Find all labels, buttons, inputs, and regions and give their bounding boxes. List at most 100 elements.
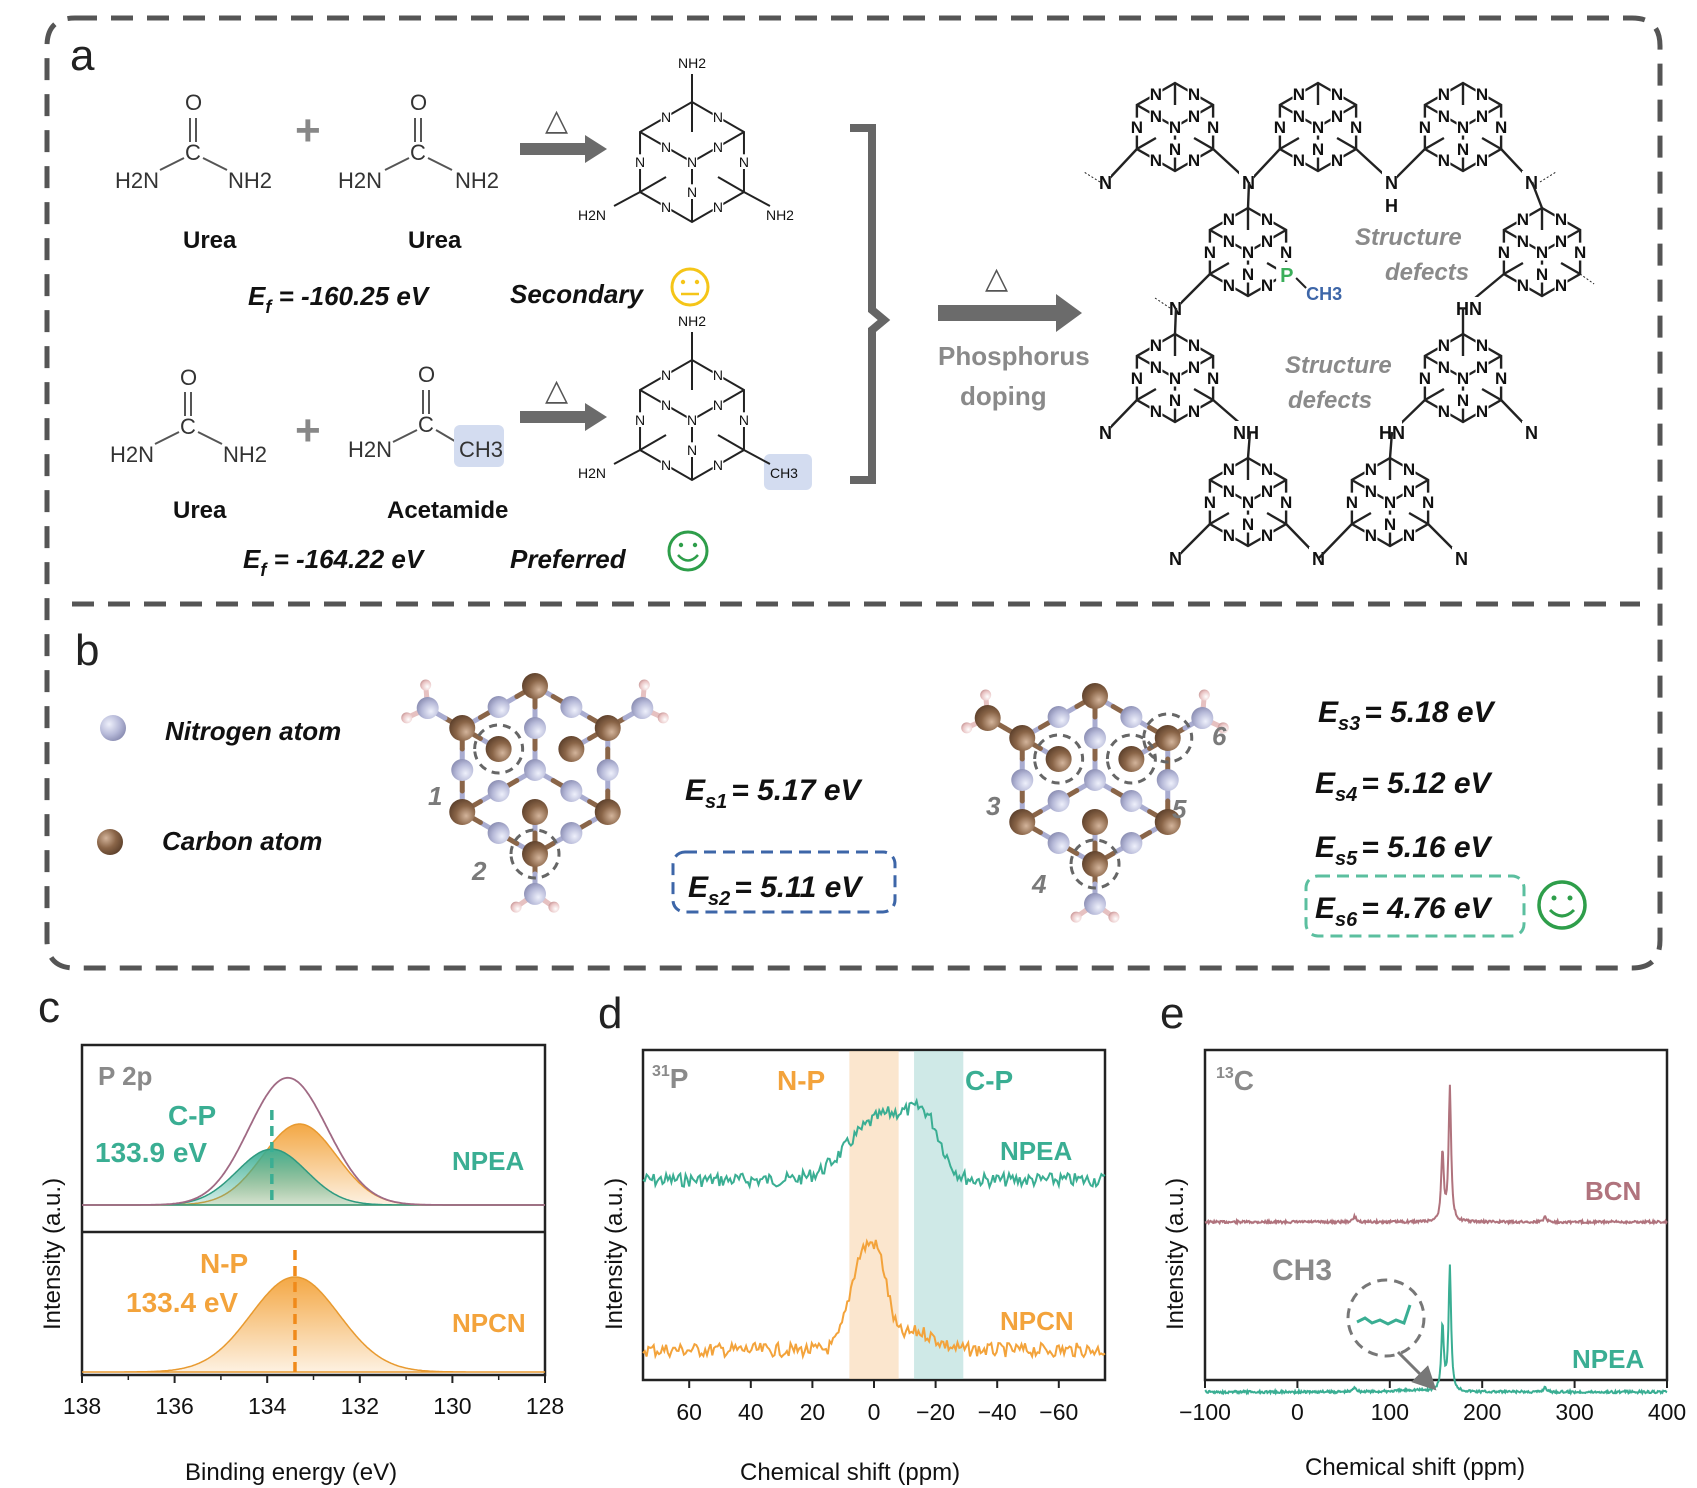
structure-defects-label-2b: defects <box>1288 387 1372 414</box>
svg-text:N: N <box>1384 493 1396 512</box>
svg-text:N: N <box>1261 526 1273 545</box>
svg-text:C: C <box>410 140 426 165</box>
c-np-value: 133.4 eV <box>126 1287 238 1318</box>
svg-text:N: N <box>661 139 671 155</box>
svg-text:N: N <box>1495 118 1507 137</box>
reactant-name-acetamide: Acetamide <box>387 497 508 524</box>
panel-letter-b: b <box>75 626 99 675</box>
heat-triangle-icon-2: △ <box>545 373 568 408</box>
svg-text:N: N <box>635 154 645 170</box>
svg-text:N: N <box>1517 210 1529 229</box>
svg-text:N: N <box>661 367 671 383</box>
combine-bracket <box>850 124 891 484</box>
svg-text:N: N <box>1476 402 1488 421</box>
svg-text:O: O <box>185 90 202 115</box>
svg-text:N: N <box>687 184 697 200</box>
svg-text:N: N <box>713 397 723 413</box>
svg-text:N: N <box>1204 493 1216 512</box>
svg-text:N: N <box>1331 151 1343 170</box>
svg-text:N: N <box>661 457 671 473</box>
svg-text:N: N <box>1457 369 1469 388</box>
svg-text:C: C <box>180 414 196 439</box>
panel-letter-e: e <box>1160 989 1184 1038</box>
svg-text:N: N <box>1223 276 1235 295</box>
heat-triangle-icon-3: △ <box>985 261 1008 296</box>
svg-text:N: N <box>1438 107 1450 126</box>
d-xtick-label: 60 <box>676 1399 702 1425</box>
svg-text:N: N <box>1365 482 1377 501</box>
c-xtick-label: 128 <box>526 1393 564 1419</box>
svg-text:N: N <box>1312 118 1324 137</box>
panel-letter-c: c <box>38 983 60 1032</box>
svg-text:H2N: H2N <box>348 437 392 462</box>
e-ch3-inset-trace <box>1356 1304 1412 1326</box>
d-np-band <box>849 1051 899 1379</box>
svg-text:N: N <box>1536 265 1548 284</box>
svg-text:H2N: H2N <box>110 442 154 467</box>
svg-text:N: N <box>687 154 697 170</box>
energy-es4: Es4= 5.12 eV <box>1315 767 1494 806</box>
c-np-label: N-P <box>200 1248 248 1279</box>
svg-text:N: N <box>1419 369 1431 388</box>
neutral-face-icon <box>670 267 710 307</box>
acetamide-molecule: O C H2N CH3 <box>348 362 504 467</box>
c-xtick-label: 134 <box>248 1393 287 1419</box>
d-nucleus-label: 31P <box>652 1063 688 1094</box>
svg-text:N: N <box>1242 265 1254 284</box>
svg-text:N: N <box>1457 391 1469 410</box>
svg-text:N: N <box>1150 402 1162 421</box>
svg-text:N: N <box>687 412 697 428</box>
svg-text:N: N <box>1169 391 1181 410</box>
svg-text:P: P <box>1280 265 1293 287</box>
svg-text:N: N <box>1099 173 1112 193</box>
heptazine-ball-model-left <box>401 673 669 913</box>
svg-text:N: N <box>1223 482 1235 501</box>
svg-text:N: N <box>1555 276 1567 295</box>
urea-molecule-1: O C H2N NH2 <box>115 90 272 193</box>
svg-text:N: N <box>1261 210 1273 229</box>
svg-text:N: N <box>1476 107 1488 126</box>
svg-text:N: N <box>1555 232 1567 251</box>
c-cp-value: 133.9 eV <box>95 1137 207 1168</box>
svg-text:N: N <box>713 199 723 215</box>
svg-text:N: N <box>1169 140 1181 159</box>
c-sample-npcn: NPCN <box>452 1308 526 1338</box>
reaction-arrow-2 <box>520 403 607 431</box>
reactant-name-urea-3: Urea <box>173 497 227 524</box>
c-ylabel: Intensity (a.u.) <box>39 1178 66 1330</box>
svg-text:NH2: NH2 <box>455 168 499 193</box>
svg-text:N: N <box>1312 140 1324 159</box>
site-label-2: 2 <box>471 856 487 886</box>
svg-text:N: N <box>1207 118 1219 137</box>
svg-text:N: N <box>1438 358 1450 377</box>
svg-text:N: N <box>1261 276 1273 295</box>
site-label-5: 5 <box>1172 794 1187 824</box>
svg-text:H2N: H2N <box>115 168 159 193</box>
c-npcn-component <box>82 1276 545 1373</box>
svg-text:N: N <box>1536 243 1548 262</box>
svg-text:N: N <box>1457 140 1469 159</box>
svg-text:N: N <box>713 109 723 125</box>
legend-nitrogen-swatch <box>100 715 126 741</box>
svg-text:NH2: NH2 <box>223 442 267 467</box>
doping-label: doping <box>960 381 1047 411</box>
svg-text:N: N <box>661 199 671 215</box>
chart-c-title: P 2p <box>98 1061 152 1091</box>
legend-carbon-swatch <box>97 829 123 855</box>
d-npcn-spectrum <box>642 1238 1106 1361</box>
svg-text:HN: HN <box>1456 299 1482 319</box>
ch3-highlight <box>454 425 504 467</box>
svg-text:N: N <box>1384 515 1396 534</box>
svg-text:N: N <box>1150 107 1162 126</box>
d-npea-spectrum <box>642 1097 1106 1191</box>
svg-text:N: N <box>1476 336 1488 355</box>
d-xtick-label: −20 <box>916 1399 955 1425</box>
svg-text:N: N <box>661 109 671 125</box>
energy-label-2: Ef = -164.22 eV <box>243 544 426 580</box>
svg-text:N: N <box>1419 118 1431 137</box>
svg-text:N: N <box>1293 151 1305 170</box>
svg-text:N: N <box>1242 493 1254 512</box>
